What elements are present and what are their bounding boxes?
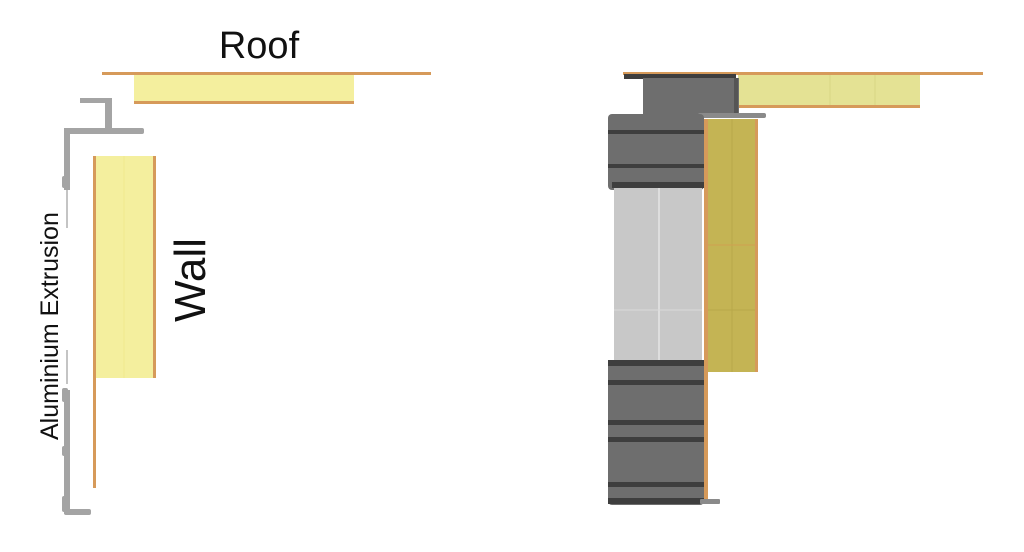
roof-label: Roof: [219, 25, 300, 67]
roof-panel-right: [623, 72, 983, 108]
flashing: [698, 113, 766, 118]
wall-label: Wall: [166, 238, 215, 322]
top-cap-block: [624, 74, 739, 114]
wall-panel-right: [704, 119, 758, 502]
roof-panel: [102, 72, 431, 104]
extrusion-label: Aluminium Extrusion: [36, 212, 64, 440]
concrete-core: [614, 188, 702, 360]
base-flashing: [700, 499, 720, 504]
upper-block: [608, 114, 704, 190]
aluminium-extrusion: [62, 98, 144, 515]
wall-panel: [93, 156, 156, 488]
lower-block: [608, 360, 704, 505]
right-detail: [608, 72, 983, 505]
left-detail: Roof Wall: [36, 25, 431, 515]
